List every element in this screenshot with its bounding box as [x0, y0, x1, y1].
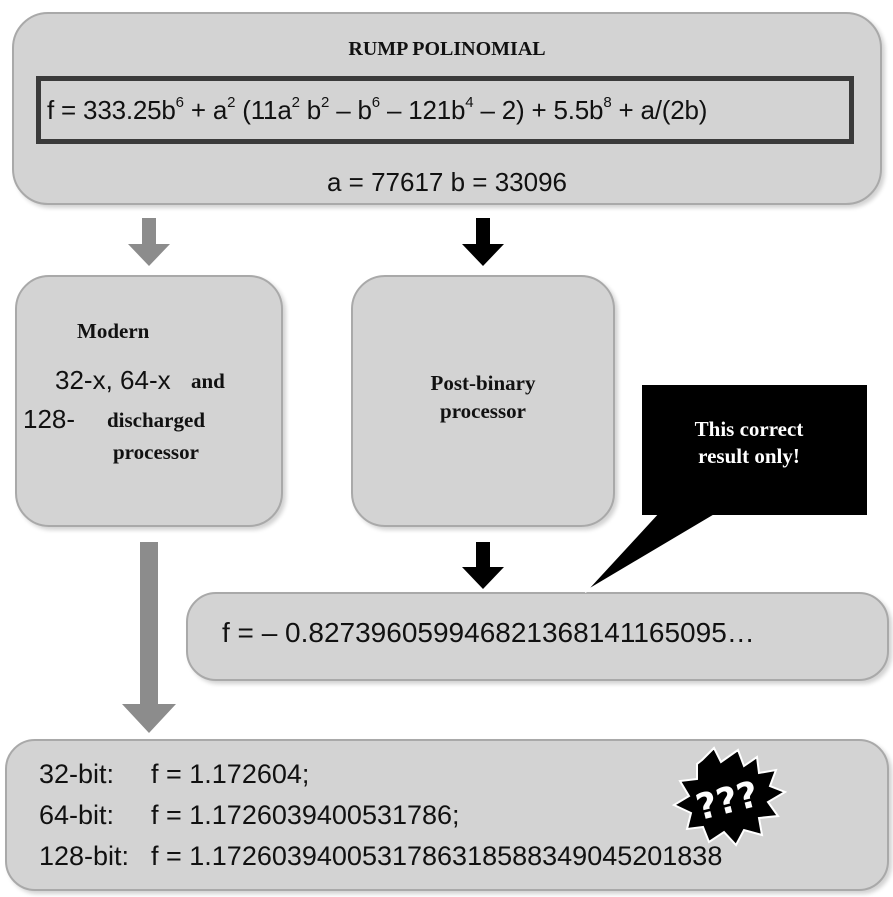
gray-arrow-to-binary-results: [122, 542, 176, 733]
callout-line-1: This correct: [694, 417, 804, 441]
modern-bit-widths: 32-x, 64-x: [55, 365, 171, 395]
rump-polynomial-box: RUMP POLINOMIAL f = 333.25b6 + a2 (11a2 …: [12, 12, 882, 205]
bit-value: f = 1.1726039400531786;: [151, 800, 460, 830]
modern-processor-box: Modern 32-x, 64-x and 128- discharged pr…: [15, 275, 283, 527]
formula-frame: f = 333.25b6 + a2 (11a2 b2 – b6 – 121b4 …: [36, 76, 854, 144]
callout-line-2: result only!: [698, 444, 800, 468]
black-arrow-to-result: [462, 542, 504, 589]
post-binary-result-box: f = – 0.827396059946821368141165095…: [186, 592, 889, 681]
diagram-title: RUMP POLINOMIAL: [348, 38, 546, 60]
result-row-128bit: 128-bit: f = 1.17260394005317863185883490…: [39, 841, 722, 872]
bit-value: f = 1.1726039400531786318588349045201838: [151, 841, 723, 871]
callout-bubble: [584, 383, 869, 593]
modern-processor-label: processor: [113, 440, 199, 464]
result-row-64bit: 64-bit: f = 1.1726039400531786;: [39, 800, 460, 831]
black-arrow-to-post-binary: [462, 218, 504, 266]
modern-title: Modern: [77, 319, 150, 343]
post-binary-label: Post-binary: [430, 371, 536, 395]
callout-text: This correct result only!: [648, 416, 850, 470]
bit-label: 128-bit:: [39, 841, 130, 871]
bit-label: 32-bit:: [39, 759, 115, 789]
gray-arrow-to-modern: [128, 218, 170, 266]
bit-value: f = 1.172604;: [151, 759, 310, 789]
modern-128: 128-: [23, 404, 76, 434]
post-binary-processor-box: Post-binary processor: [351, 275, 615, 527]
modern-and: and: [191, 369, 225, 393]
modern-discharged: discharged: [107, 408, 206, 432]
result-row-32bit: 32-bit: f = 1.172604;: [39, 759, 309, 790]
starburst-icon: [671, 746, 788, 847]
post-binary-result: f = – 0.827396059946821368141165095…: [222, 617, 755, 648]
rump-formula: f = 333.25b6 + a2 (11a2 b2 – b6 – 121b4 …: [47, 93, 708, 125]
bit-label: 64-bit:: [39, 800, 115, 830]
input-values: a = 77617 b = 33096: [326, 167, 567, 197]
post-binary-processor-label: processor: [440, 399, 526, 423]
